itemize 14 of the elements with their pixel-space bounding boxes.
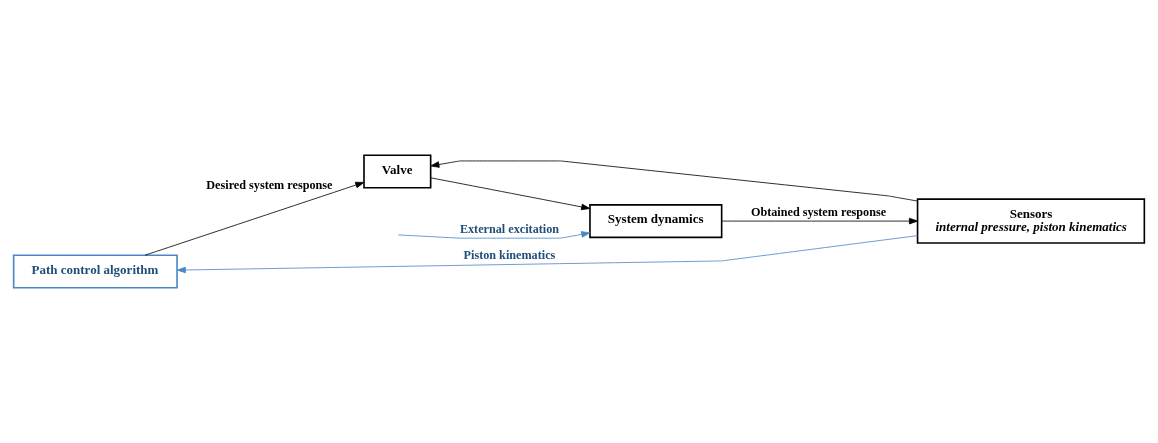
node-box: System dynamics bbox=[589, 204, 723, 239]
edge-label: External excitation bbox=[459, 222, 560, 237]
node-box: Valve bbox=[363, 154, 432, 189]
arrow bbox=[721, 217, 918, 225]
edge-label: Obtained system response bbox=[750, 205, 887, 220]
arrow bbox=[176, 235, 918, 274]
node-box: Path control algorithm bbox=[12, 254, 178, 289]
arrow bbox=[144, 181, 365, 256]
arrow bbox=[430, 177, 591, 211]
edge-label: Piston kinematics bbox=[463, 248, 556, 263]
arrow bbox=[430, 160, 918, 202]
node-box: Sensors internal pressure, piston kinematics bbox=[916, 198, 1146, 244]
edge-label: Desired system response bbox=[206, 177, 333, 192]
arrow bbox=[397, 231, 591, 239]
